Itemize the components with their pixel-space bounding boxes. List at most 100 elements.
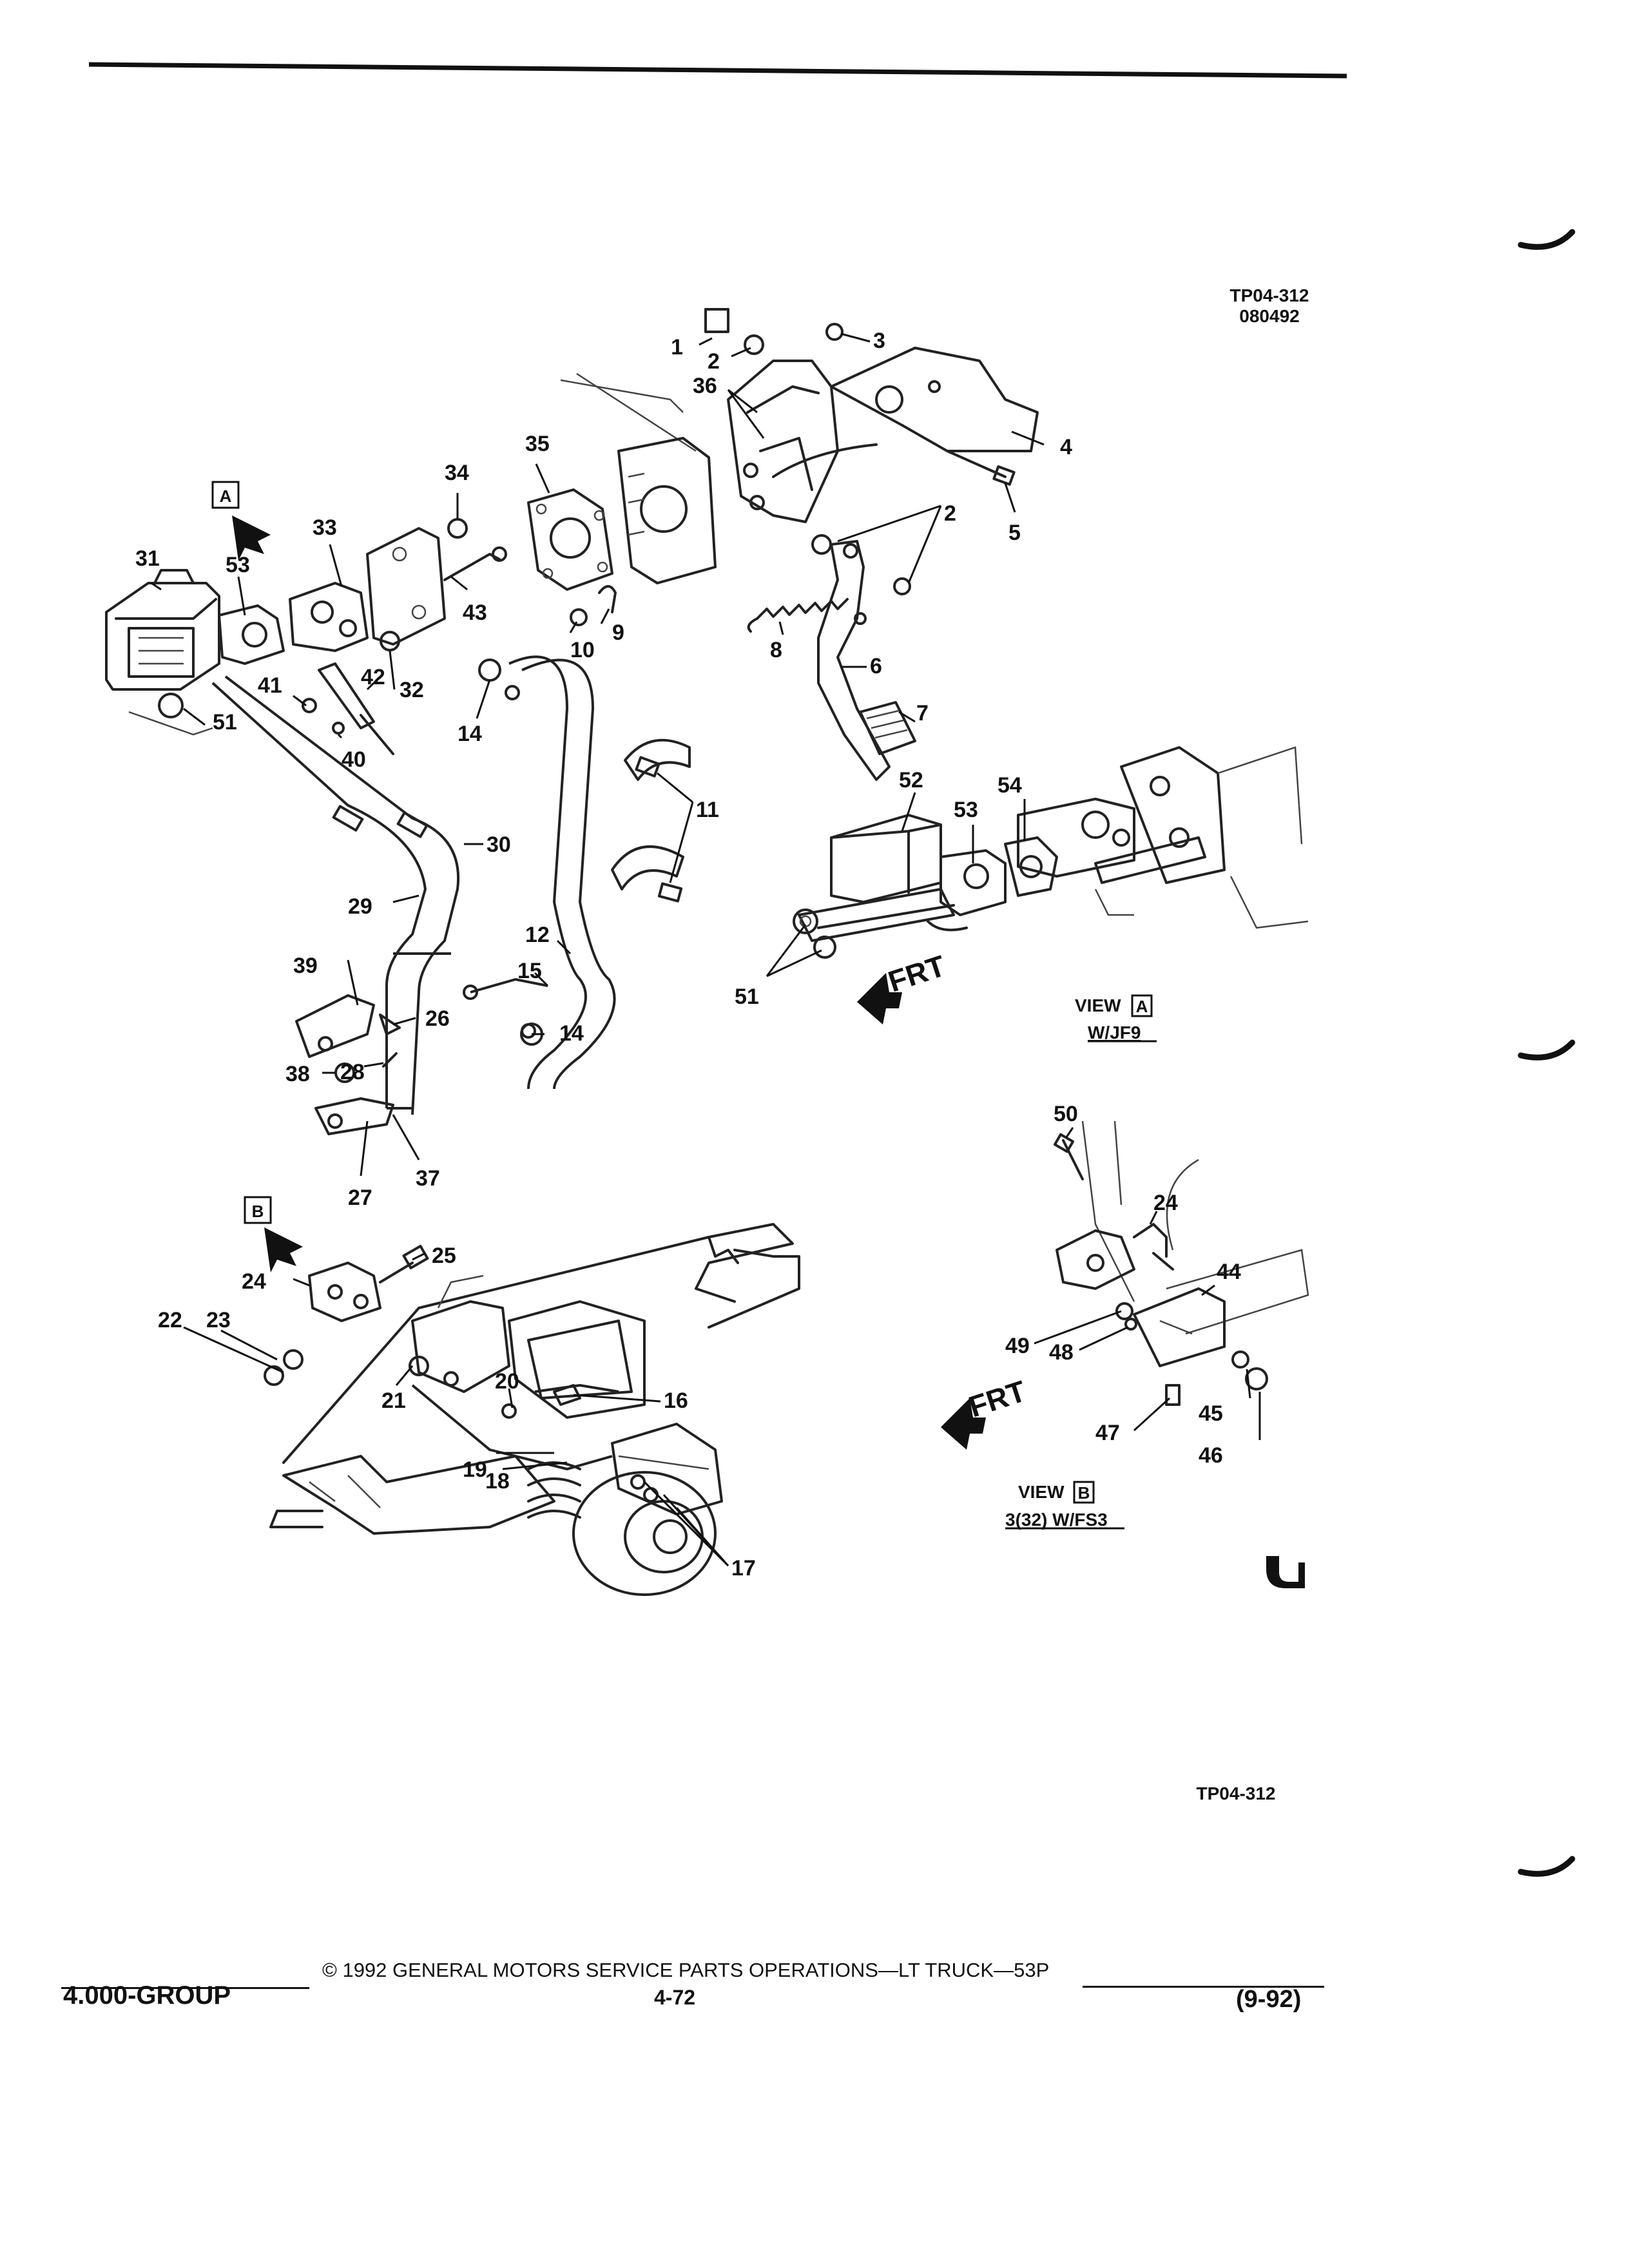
callout-23: 23	[206, 1308, 231, 1332]
pedal-assembly	[560, 308, 1039, 781]
callout-33: 33	[313, 515, 337, 540]
callout-47: 47	[1095, 1421, 1120, 1445]
top-rule	[88, 62, 1347, 79]
callout-32: 32	[400, 678, 424, 702]
view-a-arrow-icon	[232, 515, 271, 561]
svg-text:FRT: FRT	[965, 1374, 1030, 1423]
callout-28: 28	[340, 1060, 365, 1084]
callout-7: 7	[916, 701, 929, 726]
svg-text:VIEW: VIEW	[1075, 995, 1121, 1015]
footer-copyright: © 1992 GENERAL MOTORS SERVICE PARTS OPER…	[322, 1959, 1050, 1981]
callout-15: 15	[517, 959, 542, 983]
brake-pipes-left	[211, 675, 460, 1135]
callout-10: 10	[570, 638, 595, 662]
callout-52: 52	[899, 768, 923, 793]
callout-43: 43	[463, 601, 487, 625]
view-b-marker: B	[244, 1196, 303, 1273]
view-a-caption: VIEW A W/JF9	[1075, 994, 1157, 1043]
view-b-caption: VIEW B 3(32) W/FS3	[1005, 1481, 1124, 1530]
callout-30: 30	[487, 832, 511, 857]
callout-2: 2	[708, 349, 720, 374]
binding-mark-2	[1518, 1039, 1576, 1061]
callout-22: 22	[158, 1308, 182, 1332]
frt-arrow-icon-2	[941, 1398, 986, 1450]
callout-42: 42	[361, 665, 385, 689]
callout-34: 34	[445, 461, 469, 485]
callout-4: 4	[1060, 435, 1072, 459]
callout-44: 44	[1217, 1260, 1241, 1284]
publisher-mark-icon	[1266, 1556, 1305, 1588]
callout-5: 5	[1008, 521, 1021, 545]
callout-2b: 2	[944, 501, 956, 526]
callout-50: 50	[1054, 1102, 1078, 1126]
callout-17: 17	[731, 1556, 756, 1581]
view-b-detail	[1053, 1120, 1309, 1406]
callout-51b: 51	[213, 710, 237, 735]
callout-39: 39	[293, 954, 318, 978]
callout-40: 40	[342, 747, 366, 772]
view-b-arrow-icon	[264, 1227, 303, 1273]
callout-36: 36	[693, 374, 717, 398]
callout-1: 1	[671, 335, 683, 360]
callout-21: 21	[381, 1389, 406, 1413]
callout-18: 18	[485, 1469, 510, 1494]
hose-clamps	[611, 738, 691, 903]
callout-37: 37	[416, 1166, 440, 1191]
callout-9: 9	[612, 620, 624, 645]
callout-38: 38	[285, 1062, 310, 1086]
footer-date: (9-92)	[1236, 1986, 1302, 2013]
view-a-detail	[793, 746, 1309, 959]
footer-rule-right	[1083, 1986, 1324, 1988]
svg-text:W/JF9: W/JF9	[1088, 1023, 1141, 1043]
callout-14b: 14	[559, 1021, 584, 1046]
callout-19: 19	[463, 1457, 487, 1482]
callout-labels: 1 2 3 4 5 2 6 7 8 9 10 11 12 14 14 15 16…	[135, 329, 1241, 1581]
footer-group: 4.000-GROUP	[63, 1981, 231, 2010]
svg-text:VIEW: VIEW	[1018, 1482, 1065, 1502]
binding-mark-1	[1518, 229, 1576, 250]
front-suspension-group	[264, 1223, 800, 1596]
callout-20: 20	[495, 1369, 519, 1394]
brake-hoses	[463, 655, 616, 1090]
callout-45: 45	[1199, 1401, 1223, 1426]
svg-text:FRT: FRT	[884, 948, 949, 998]
callout-31: 31	[135, 546, 160, 571]
callout-29: 29	[348, 894, 372, 919]
footer-page-number: 4-72	[654, 1986, 696, 2009]
leader-lines	[151, 332, 1261, 1567]
svg-text:3(32) W/FS3: 3(32) W/FS3	[1005, 1510, 1108, 1530]
callout-24: 24	[242, 1269, 266, 1294]
binding-mark-3	[1518, 1856, 1576, 1877]
callout-54: 54	[998, 773, 1022, 798]
frt-arrow-icon	[857, 973, 902, 1024]
figure-ref-top: TP04-312	[1230, 285, 1309, 305]
callout-12: 12	[525, 923, 550, 947]
frt-indicator-a: FRT	[857, 948, 949, 1024]
figure-ref-bottom: TP04-312	[1197, 1783, 1276, 1803]
callout-24b: 24	[1153, 1191, 1178, 1215]
callout-14: 14	[458, 722, 482, 746]
callout-25: 25	[432, 1244, 456, 1268]
svg-text:A: A	[1136, 997, 1148, 1016]
view-a-marker: A	[211, 481, 271, 561]
callout-53b: 53	[226, 553, 250, 577]
callout-46: 46	[1199, 1443, 1223, 1468]
callout-26: 26	[425, 1006, 450, 1031]
callout-3: 3	[873, 329, 885, 353]
callout-8: 8	[770, 638, 782, 662]
callout-35: 35	[525, 432, 550, 456]
callout-51: 51	[735, 985, 759, 1009]
figure-date: 080492	[1239, 306, 1299, 326]
callout-6: 6	[870, 654, 882, 678]
svg-text:A: A	[220, 486, 232, 506]
callout-27: 27	[348, 1186, 372, 1210]
svg-text:B: B	[1078, 1483, 1090, 1503]
master-cylinder-group	[105, 488, 617, 755]
frt-indicator-b: FRT	[941, 1374, 1030, 1450]
callout-53: 53	[954, 798, 978, 822]
callout-49: 49	[1005, 1334, 1030, 1358]
callout-16: 16	[664, 1389, 688, 1413]
callout-48: 48	[1049, 1340, 1074, 1365]
